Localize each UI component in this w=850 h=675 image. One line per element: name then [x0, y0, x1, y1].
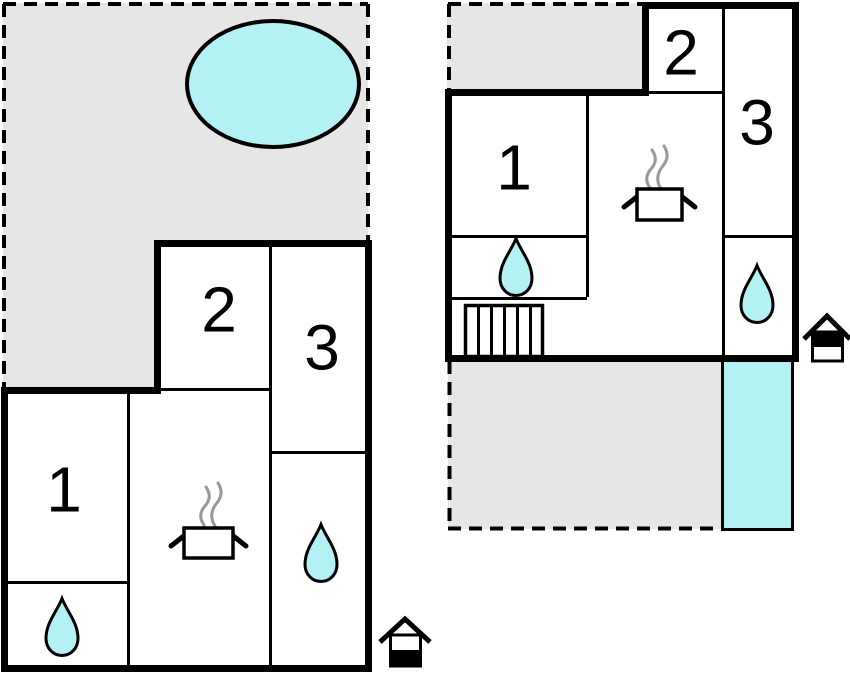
water-drop-icon [498, 234, 534, 298]
pool-icon [185, 19, 361, 149]
steam-icon [210, 481, 223, 528]
room-3-label: 3 [304, 311, 340, 383]
pot-body [635, 187, 684, 222]
room-3-label: 3 [739, 86, 775, 158]
water-drop-icon [739, 261, 775, 325]
steam-icon [656, 144, 669, 191]
steam-icon [199, 485, 211, 527]
water-drop-icon [44, 594, 80, 658]
terrace-area-top [447, 3, 645, 92]
cooking-pot-icon [621, 144, 698, 222]
stairs-treads [477, 305, 532, 357]
entrance-roof [802, 312, 850, 341]
stairs-icon [463, 303, 545, 359]
room-2-label: 2 [663, 16, 699, 88]
terrace-area-bottom [448, 361, 722, 529]
room-2-label: 2 [201, 273, 237, 345]
pool-icon [721, 359, 794, 531]
entrance-roof [378, 615, 432, 644]
entrance-icon [378, 615, 432, 668]
steam-icon [645, 148, 657, 190]
plan-left: 1 2 3 [1, 2, 432, 672]
water-drop-icon [303, 520, 339, 584]
cooking-pot-icon [168, 481, 249, 560]
entrance-icon [802, 312, 850, 363]
entrance-fill [811, 332, 844, 347]
pot-body [182, 526, 235, 560]
room-1-label: 1 [496, 131, 532, 203]
plan-right: 1 2 3 [445, 2, 850, 531]
building-outline [1, 240, 372, 672]
room-1-label: 1 [46, 453, 82, 525]
entrance-fill [389, 650, 422, 666]
